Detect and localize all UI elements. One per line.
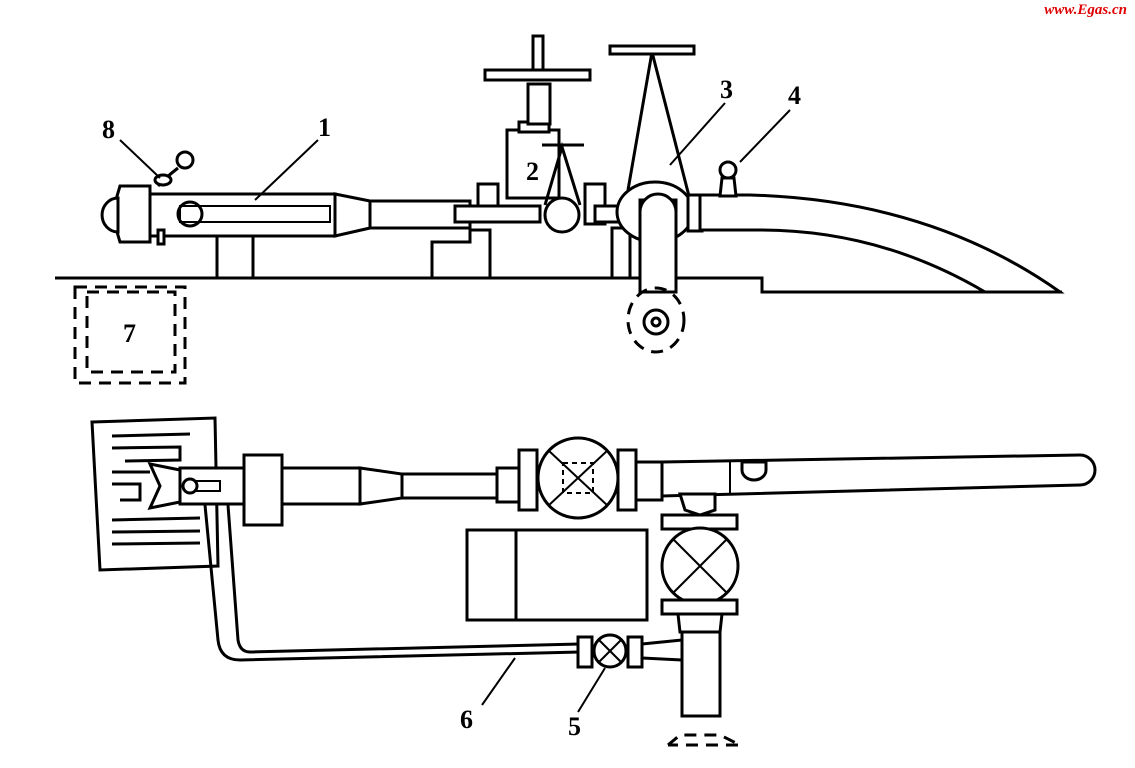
leader-1 [254, 139, 319, 201]
valve-2-disc [543, 196, 581, 234]
support-left [215, 230, 255, 280]
leader-6 [481, 657, 516, 706]
watermark: www.Egas.cn [1044, 2, 1127, 18]
label-7: 7 [123, 319, 136, 348]
pump-hub [650, 316, 662, 328]
valve-2-stem [531, 34, 545, 76]
pit-outline-inner [85, 290, 177, 374]
valve-3-handwheel [608, 44, 696, 56]
pump-outline [626, 286, 686, 354]
tee-branch [677, 492, 717, 517]
label-4: 4 [788, 81, 801, 110]
valve-5-flange-right [626, 635, 644, 669]
label-5: 5 [568, 712, 581, 741]
cylinder-head-plan [147, 461, 182, 511]
valve-2-stem-housing [526, 82, 552, 126]
flange-plan-1 [495, 466, 521, 504]
leader-3 [669, 102, 726, 166]
air-valve-4-body [718, 176, 738, 198]
panel-pattern [111, 432, 201, 546]
label-1: 1 [318, 113, 331, 142]
branch-valve-x2 [672, 538, 728, 594]
valve-3-stand [626, 51, 692, 201]
sleeve-plan [400, 472, 499, 500]
drain-plug [156, 228, 166, 246]
valve-2-handwheel [483, 68, 592, 82]
support-right [610, 226, 632, 280]
bypass-pipe-6 [203, 504, 581, 662]
air-valve-plan [740, 460, 768, 482]
valve-plan-x2 [547, 449, 609, 507]
valve-5-flange-left [576, 635, 594, 669]
label-6: 6 [460, 705, 473, 734]
flange-plan-3 [616, 448, 638, 512]
valve-plan-square [562, 462, 594, 494]
suction-foot [667, 733, 741, 747]
valve-2-lever [543, 141, 582, 206]
plan-view [90, 416, 1097, 747]
inlet-pipe-vertical [638, 198, 678, 294]
flange-left [476, 182, 500, 208]
taper-plan [358, 466, 404, 506]
fitting-8-ball [175, 150, 195, 170]
branch-flange-2 [660, 598, 739, 616]
pit-outline-outer [73, 285, 187, 385]
bypass-to-suction [641, 638, 683, 662]
label-3: 3 [720, 75, 733, 104]
support-middle [430, 228, 492, 278]
cylinder-taper [333, 192, 372, 238]
valve-5-x2 [598, 639, 622, 663]
air-valve-4-ball [718, 160, 738, 180]
inlet-pipe-elbow [638, 192, 678, 213]
piston-eye [176, 200, 204, 228]
leader-5 [577, 667, 606, 713]
label-8: 8 [102, 115, 115, 144]
clamp-plan [242, 453, 284, 527]
piston-eye-plan [181, 477, 199, 495]
flange-plan-2 [517, 448, 539, 512]
suction-pipe-plan [680, 630, 722, 718]
leader-4 [739, 109, 791, 163]
motor-box [465, 528, 649, 622]
leader-8 [119, 139, 161, 179]
ground-line [55, 276, 1062, 294]
branch-reducer [676, 612, 724, 634]
outlet-chute [698, 193, 1065, 294]
label-2: 2 [526, 157, 539, 186]
flange-plan-4 [634, 460, 664, 502]
rod-sleeve [368, 199, 472, 230]
cylinder-end-cap [100, 196, 120, 234]
cylinder-head [113, 184, 152, 244]
discharge-pipe-plan [660, 453, 1097, 498]
piston-rod-slot [179, 205, 331, 223]
piston-rod [453, 204, 542, 224]
side-elevation [55, 34, 1065, 385]
